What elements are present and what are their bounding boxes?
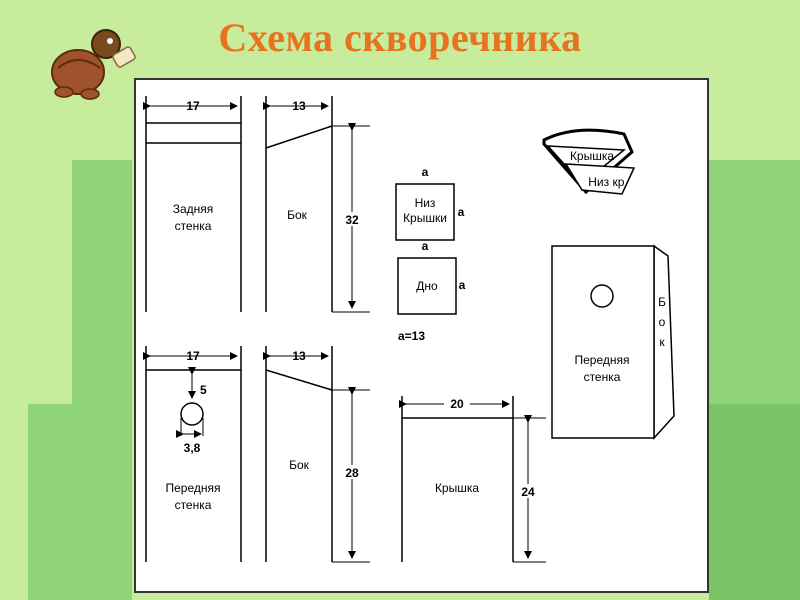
side-top-height: 32 (345, 213, 359, 227)
roof-bottom-label-1: Низ (415, 196, 436, 210)
birdhouse-diagram: 17 Задняя стенка 13 32 Бок а а Низ Крышк… (143, 96, 675, 563)
side-panel-bottom: 13 28 Бок (263, 346, 370, 563)
a-value: а=13 (398, 329, 425, 343)
roof-bottom-side-top: а (422, 165, 429, 179)
bg-green-block-left (72, 160, 132, 600)
roof-3d-bottom-label: Низ кр. (588, 175, 627, 189)
front-3d-label-2: стенка (584, 370, 621, 384)
bottom-side-right: а (459, 278, 466, 292)
front-3d-side-letter-2: о (659, 315, 666, 329)
front-3d-side-letter-3: к (659, 335, 665, 349)
front-wall-hole-offset: 5 (200, 383, 207, 397)
side-bottom-width: 13 (292, 349, 306, 363)
bottom-side-top: а (422, 239, 429, 253)
bg-green-block-right-low (709, 404, 800, 600)
roof-panel: 20 24 Крышка (399, 396, 546, 563)
roof-bottom-side-right: а (458, 205, 465, 219)
side-bottom-height: 28 (345, 466, 359, 480)
front-wall-panel: 17 5 3,8 Передняя стенка (143, 346, 242, 562)
side-top-label: Бок (287, 208, 308, 222)
back-wall-label-1: Задняя (173, 202, 214, 216)
side-bottom-label: Бок (289, 458, 310, 472)
bottom-label: Дно (416, 279, 438, 293)
roof-3d-top-label: Крышка (570, 149, 614, 163)
turtle-mascot-icon (51, 29, 136, 100)
roof-height: 24 (521, 485, 535, 499)
back-wall-panel: 17 Задняя стенка (143, 96, 242, 312)
front-wall-label-1: Передняя (165, 481, 220, 495)
roof-label: Крышка (435, 481, 479, 495)
back-wall-label-2: стенка (175, 219, 212, 233)
roof-bottom-label-2: Крышки (403, 211, 447, 225)
back-wall-width: 17 (186, 99, 200, 113)
front-3d-label-1: Передняя (574, 353, 629, 367)
front-3d-view: Передняя стенка Б о к (551, 244, 675, 440)
bg-green-block-left-low (28, 404, 72, 600)
side-panel-top: 13 32 Бок (263, 96, 370, 313)
front-wall-hole-diameter: 3,8 (184, 441, 201, 455)
roof-bottom-panel: а а Низ Крышки (395, 165, 465, 241)
front-wall-width: 17 (186, 349, 200, 363)
roof-width: 20 (450, 397, 464, 411)
diagram-board: 17 Задняя стенка 13 32 Бок а а Низ Крышк… (134, 78, 709, 593)
roof-3d-view: Крышка Низ кр. (542, 128, 636, 195)
page-title: Схема скворечника (218, 15, 582, 60)
bottom-panel: а а Дно (397, 239, 466, 315)
front-3d-side-letter-1: Б (658, 295, 666, 309)
front-wall-label-2: стенка (175, 498, 212, 512)
side-top-width: 13 (292, 99, 306, 113)
